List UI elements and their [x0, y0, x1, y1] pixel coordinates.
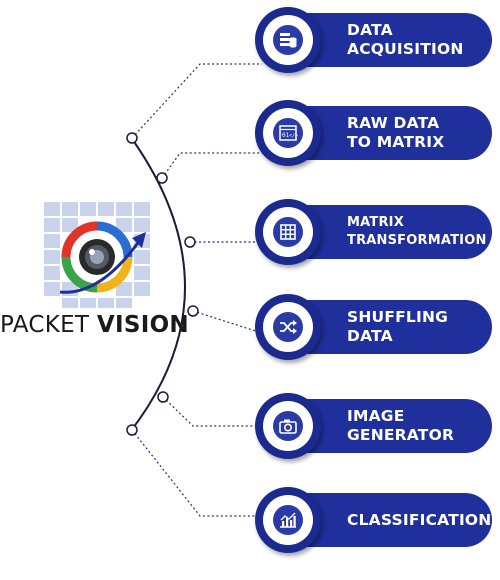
svg-text:01: 01	[282, 132, 290, 139]
logo-tiles	[44, 202, 150, 308]
arc-nodes	[126, 132, 199, 436]
lens-icon	[59, 221, 146, 294]
step-label: CLASSIFICATION	[347, 511, 492, 529]
brand-word-vision: VISION	[96, 312, 189, 338]
camera-icon	[279, 419, 297, 434]
svg-text:</>: </>	[289, 133, 298, 139]
connectors	[131, 63, 263, 517]
code-window-icon: 01 </>	[279, 125, 298, 141]
step-disc	[255, 7, 321, 73]
chart-icon	[280, 512, 296, 528]
connector-2	[161, 152, 262, 179]
step-disc	[255, 294, 321, 360]
step-disc	[255, 199, 321, 265]
node-1	[126, 132, 138, 144]
database-icon	[280, 33, 297, 48]
node-5	[157, 391, 169, 403]
grid-icon	[280, 224, 296, 240]
step-classification: CLASSIFICATION	[255, 487, 492, 553]
node-4	[187, 305, 199, 317]
step-disc	[255, 487, 321, 553]
node-3	[184, 236, 196, 248]
connector-6	[131, 429, 262, 517]
brand-word-packet: PACKET	[0, 312, 90, 338]
node-6	[126, 424, 138, 436]
connector-5	[162, 396, 262, 427]
brand-name: PACKET VISION	[0, 312, 189, 338]
node-2	[156, 172, 168, 184]
connector-4	[192, 310, 263, 334]
step-disc	[255, 393, 321, 459]
logo-mark	[44, 202, 150, 308]
connector-1	[131, 63, 262, 139]
arc-line	[129, 135, 186, 433]
shuffle-icon	[280, 320, 297, 334]
step-disc: 01 </>	[255, 100, 321, 166]
